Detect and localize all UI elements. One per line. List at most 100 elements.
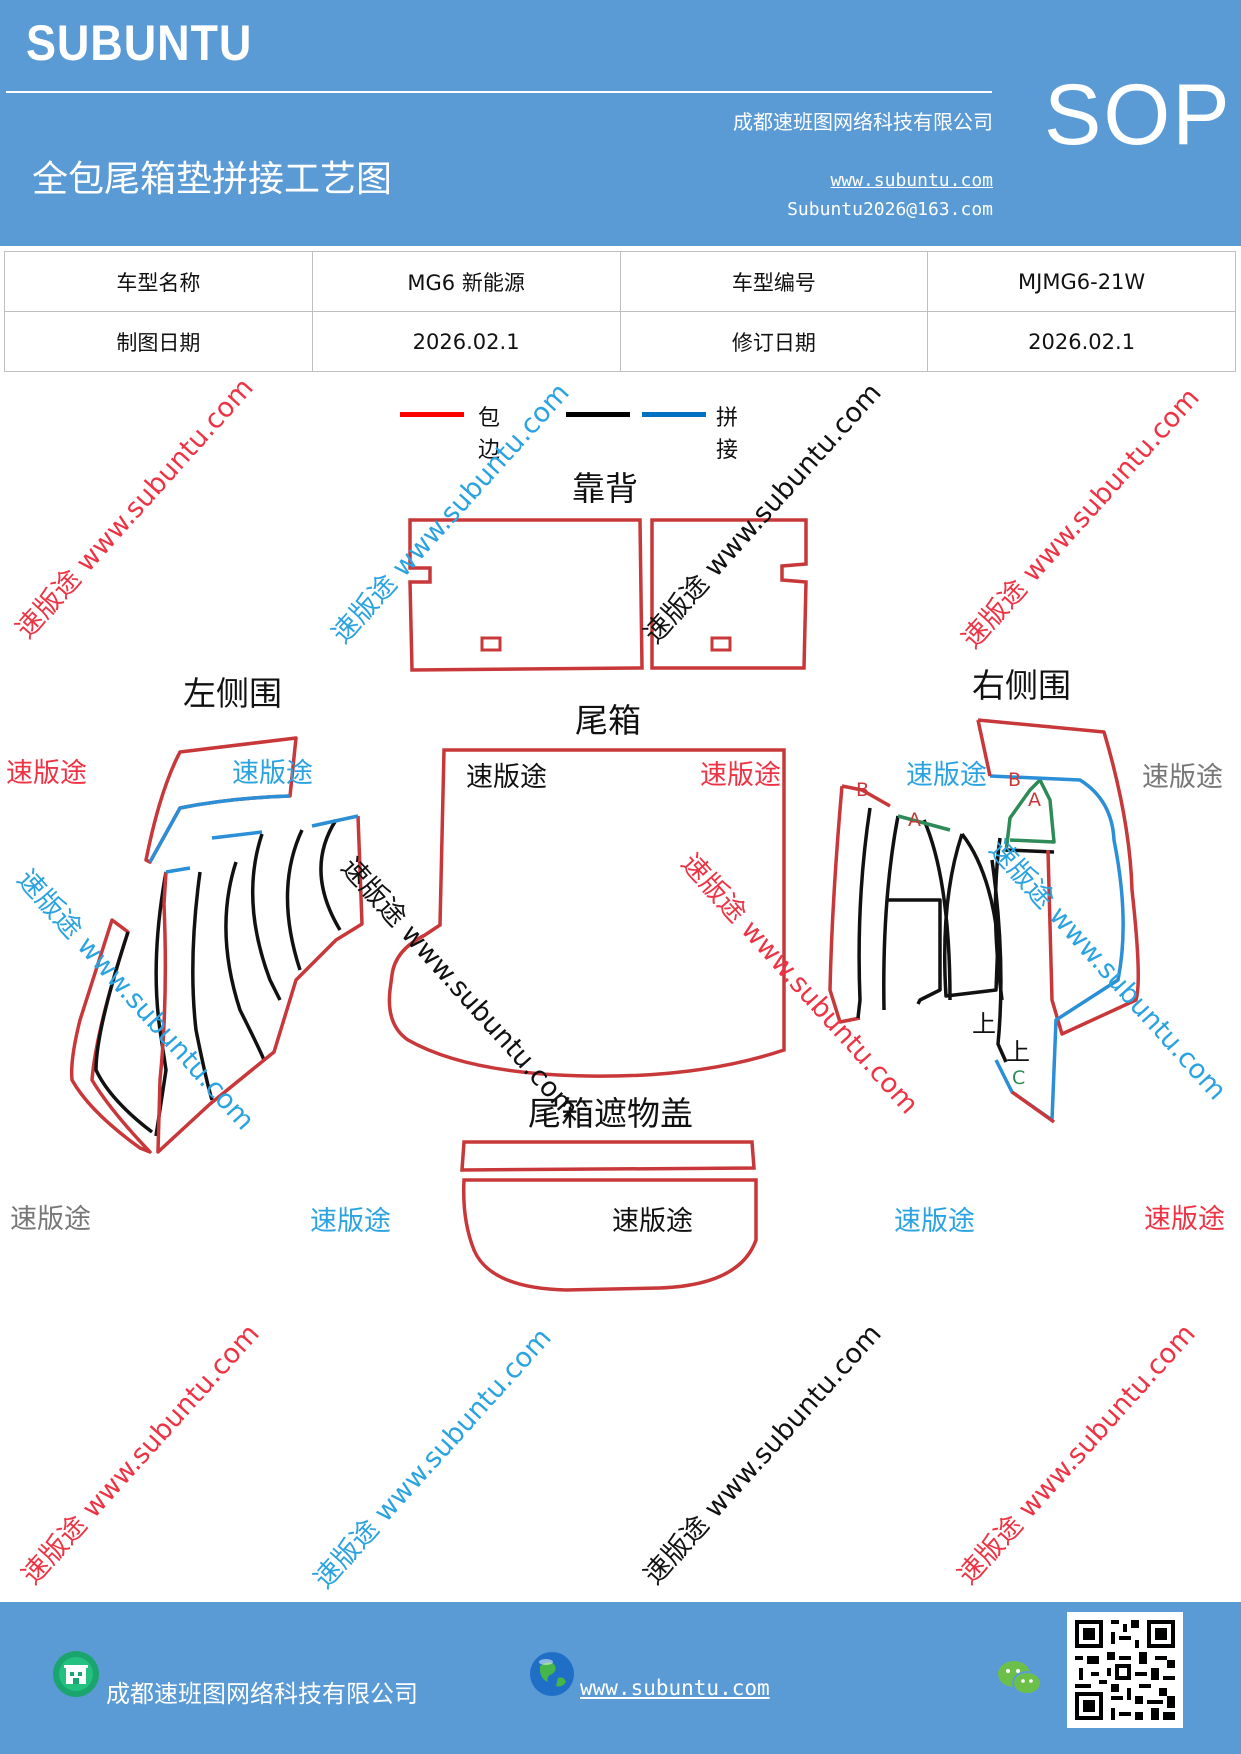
watermark-word: 速版途 [10,1204,91,1235]
watermark-word: 速版途 [700,760,781,791]
vehicle-info-table: 车型名称 MG6 新能源 车型编号 MJMG6-21W 制图日期 2026.02… [4,251,1236,372]
right-slot-piece [888,898,942,1005]
marker-b-left: B [856,779,869,801]
watermark-word: 速版途 [1142,762,1223,793]
draw-date-value: 2026.02.1 [311,311,621,372]
footer-website-link[interactable]: www.subuntu.com [580,1676,770,1700]
left-side-label: 左侧围 [183,674,282,713]
left-outer-edge [156,815,364,1154]
sop-label: SOP [1044,67,1232,163]
marker-up-2: 上 [1006,1038,1030,1066]
right-strip-2 [856,807,872,1019]
backrest-left-panel [408,518,644,672]
left-splice-1 [165,866,191,874]
left-strip-5 [251,833,282,1001]
right-side-group [828,718,1140,1124]
legend-label-splice: 拼接 [716,406,739,463]
legend-label-edge: 包边 [478,406,501,463]
right-lower-black [990,859,1008,1063]
table-row: 制图日期 2026.02.1 修订日期 2026.02.1 [4,311,1236,372]
left-strip-1 [94,931,154,1134]
qr-code-image [1067,1612,1183,1728]
watermark-diagonals-lower: 速版途 www.subuntu.com 速版途 www.subuntu.com … [16,1318,1201,1594]
watermark-diagonal: 速版途 www.subuntu.com [335,852,584,1124]
backrest-label: 靠背 [572,469,638,508]
right-dark-bar [1005,848,1055,854]
model-name-label: 车型名称 [4,251,313,312]
left-strip-7 [319,819,342,931]
marker-up-1: 上 [972,1010,996,1038]
watermark-row-lower: 速版途 速版途 速版途 速版途 速版途 [10,1204,1225,1237]
left-strip-4 [224,861,266,1061]
right-left-edge [841,784,891,808]
watermark-word: 速版途 [310,1206,391,1237]
right-outer-top [977,718,1140,1036]
right-outer-splice [989,774,1125,1122]
model-code-value: MJMG6-21W [927,251,1236,312]
left-splice-2 [211,830,263,840]
cover-main-panel [461,1178,758,1292]
watermark-row-upper: 速版途 速版途 速版途 速版途 速版途 速版途 [6,758,1223,793]
model-name-value: MG6 新能源 [311,251,621,312]
cover-label: 尾箱遮物盖 [528,1094,693,1133]
watermark-word: 速版途 [612,1206,693,1237]
revise-date-label: 修订日期 [619,311,929,372]
building-icon [53,1651,99,1697]
right-strip-3 [882,815,900,1011]
watermark-diagonal: 速版途 www.subuntu.com [10,372,259,644]
watermark-diagonal: 速版途 www.subuntu.com [308,1322,557,1594]
globe-icon [530,1652,574,1696]
splicing-diagram: 靠背 左侧围 尾箱 右侧围 尾箱遮物盖 [6,372,1232,1594]
marker-a-right: A [1028,789,1041,811]
backrest-right-panel [650,518,808,670]
right-strip-4 [922,819,952,1001]
footer-company-name: 成都速班图网络科技有限公司 [106,1680,418,1708]
watermark-diagonal: 速版途 www.subuntu.com [956,382,1205,654]
watermark-diagonal: 速版途 www.subuntu.com [638,377,887,649]
website-link[interactable]: www.subuntu.com [830,170,993,191]
backrest-right-slot [710,636,732,652]
email-link[interactable]: Subuntu2026@163.com [787,199,993,220]
model-code-label: 车型编号 [619,251,929,312]
footer-banner: 成都速班图网络科技有限公司 www.subuntu.com [0,1602,1241,1754]
watermark-diagonal: 速版途 www.subuntu.com [16,1318,265,1590]
watermark-diagonal: 速版途 www.subuntu.com [952,1318,1201,1590]
left-splice-3 [311,814,359,828]
legend-red-line [400,412,464,417]
trunk-floor-panel [387,748,786,1078]
right-strip-5 [942,832,1000,998]
watermark-word: 速版途 [1144,1204,1225,1235]
right-seam-green-2 [1004,778,1056,853]
revise-date-value: 2026.02.1 [927,311,1236,372]
header-banner: SUBUNTU 全包尾箱垫拼接工艺图 成都速班图网络科技有限公司 www.sub… [0,0,1241,246]
draw-date-label: 制图日期 [4,311,313,372]
watermark-word: 速版途 [906,760,987,791]
backrest-left-slot [480,636,502,652]
right-strip-1 [828,785,861,1024]
watermark-diagonal: 速版途 www.subuntu.com [638,1318,887,1590]
left-strip-2 [154,871,168,1137]
watermark-diagonal: 速版途 www.subuntu.com [326,377,575,649]
left-strip-3 [191,871,214,1101]
marker-c: C [1012,1067,1025,1089]
right-side-label: 右侧围 [972,666,1071,705]
wechat-icon[interactable] [996,1658,1044,1698]
marker-a-left: A [908,809,921,831]
trunk-label: 尾箱 [575,701,641,740]
left-strip-6 [285,829,304,971]
cover-top-strip [460,1140,756,1172]
table-row: 车型名称 MG6 新能源 车型编号 MJMG6-21W [4,251,1236,312]
header-divider [6,91,992,93]
right-seam-green-1 [897,814,951,832]
brand-logo: SUBUNTU [26,15,253,71]
watermark-word: 速版途 [466,762,547,793]
company-name: 成都速班图网络科技有限公司 [733,110,993,134]
watermark-word: 速版途 [232,758,313,789]
watermark-word: 速版途 [6,758,87,789]
legend-blue-line [642,412,706,417]
document-title: 全包尾箱垫拼接工艺图 [32,159,393,200]
legend-black-line [566,412,630,417]
left-top-splice [148,794,291,863]
marker-b-right: B [1008,769,1021,791]
right-outer-left [976,719,992,777]
